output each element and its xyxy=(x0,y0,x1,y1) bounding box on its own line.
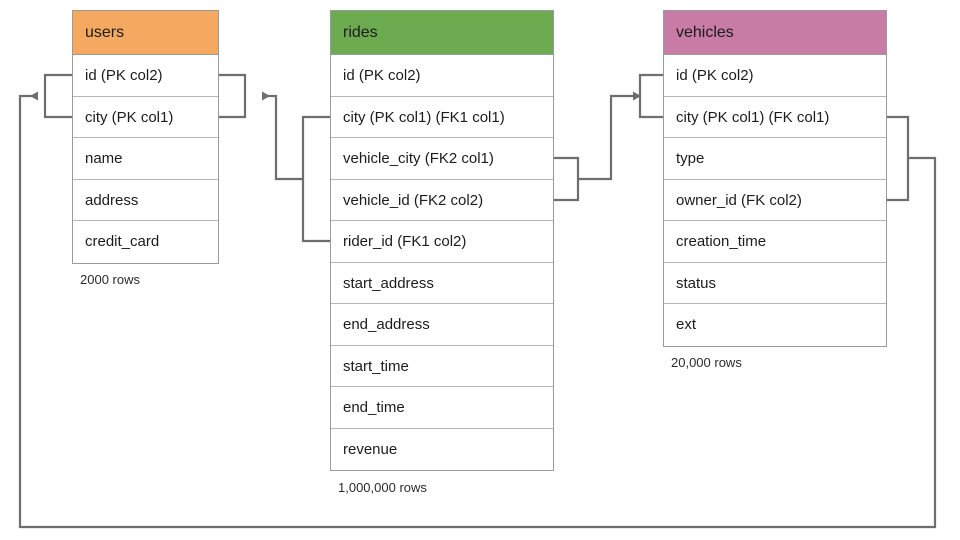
field-rides-start-time[interactable]: start_time xyxy=(331,345,553,387)
field-users-address[interactable]: address xyxy=(73,179,218,221)
field-vehicles-ext[interactable]: ext xyxy=(664,304,886,346)
field-vehicles-city[interactable]: city (PK col1) (FK col1) xyxy=(664,96,886,138)
field-rides-start-address[interactable]: start_address xyxy=(331,262,553,304)
vehicles-left-bracket xyxy=(638,73,663,119)
field-rides-end-time[interactable]: end_time xyxy=(331,387,553,429)
field-rides-end-address[interactable]: end_address xyxy=(331,304,553,346)
users-left-bracket xyxy=(43,73,72,119)
rides-left-bracket xyxy=(301,115,330,243)
field-rides-rider-id[interactable]: rider_id (FK1 col2) xyxy=(331,221,553,263)
field-vehicles-id[interactable]: id (PK col2) xyxy=(664,55,886,97)
rides-right-bracket xyxy=(554,156,580,202)
field-users-city[interactable]: city (PK col1) xyxy=(73,96,218,138)
field-rides-city[interactable]: city (PK col1) (FK1 col1) xyxy=(331,96,553,138)
rel-rides-fk1-to-users xyxy=(262,91,303,181)
row-count-vehicles: 20,000 rows xyxy=(671,355,742,370)
field-rides-id[interactable]: id (PK col2) xyxy=(331,55,553,97)
entity-vehicles-title: vehicles xyxy=(664,11,886,55)
field-vehicles-owner-id[interactable]: owner_id (FK col2) xyxy=(664,179,886,221)
field-rides-vehicle-id[interactable]: vehicle_id (FK2 col2) xyxy=(331,179,553,221)
field-vehicles-type[interactable]: type xyxy=(664,138,886,180)
entity-users-title: users xyxy=(73,11,218,55)
entity-rides-title: rides xyxy=(331,11,553,55)
rel-rides-fk2-to-vehicles xyxy=(578,91,641,181)
field-vehicles-creation-time[interactable]: creation_time xyxy=(664,221,886,263)
entity-vehicles[interactable]: vehicles id (PK col2) city (PK col1) (FK… xyxy=(663,10,887,347)
users-right-bracket xyxy=(219,73,247,119)
field-vehicles-status[interactable]: status xyxy=(664,262,886,304)
entity-rides[interactable]: rides id (PK col2) city (PK col1) (FK1 c… xyxy=(330,10,554,471)
row-count-rides: 1,000,000 rows xyxy=(338,480,427,495)
entity-users[interactable]: users id (PK col2) city (PK col1) name a… xyxy=(72,10,219,264)
field-users-credit-card[interactable]: credit_card xyxy=(73,221,218,263)
field-users-id[interactable]: id (PK col2) xyxy=(73,55,218,97)
field-rides-revenue[interactable]: revenue xyxy=(331,428,553,470)
vehicles-right-bracket xyxy=(887,115,910,202)
row-count-users: 2000 rows xyxy=(80,272,140,287)
field-users-name[interactable]: name xyxy=(73,138,218,180)
field-rides-vehicle-city[interactable]: vehicle_city (FK2 col1) xyxy=(331,138,553,180)
